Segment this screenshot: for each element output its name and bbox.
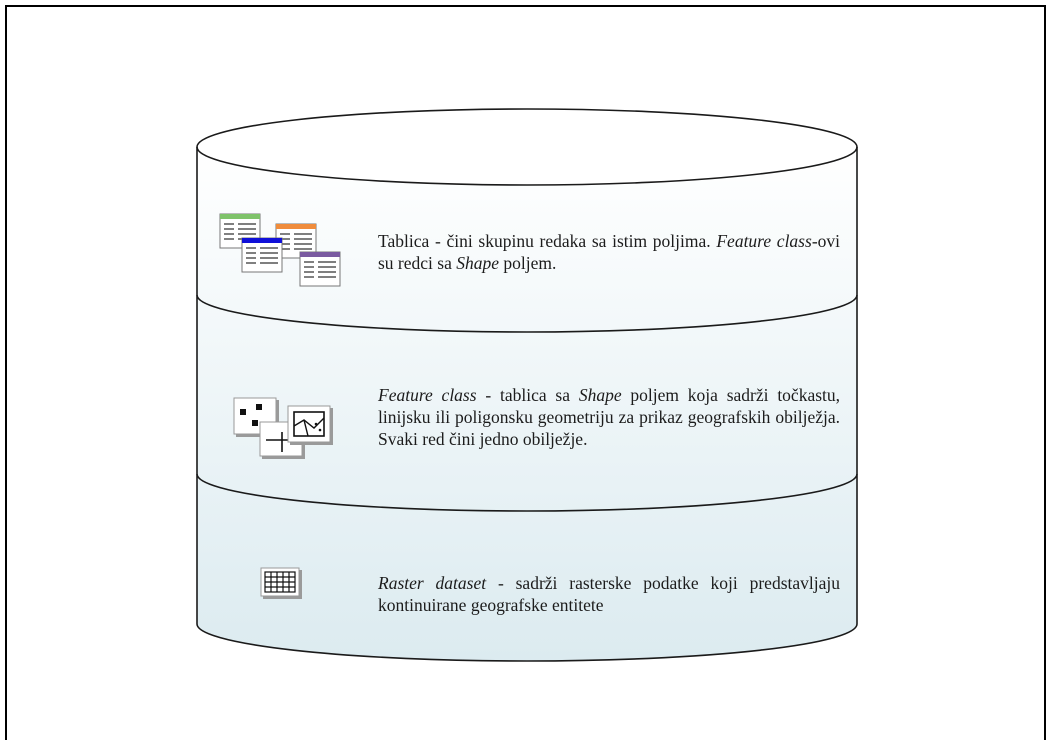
feature-class-icon	[233, 397, 333, 459]
table-purple-icon	[299, 251, 341, 287]
text-run-italic: Shape	[578, 385, 622, 405]
text-run: poljem.	[499, 253, 557, 273]
cylinder-top-ellipse	[196, 108, 858, 186]
table-green-icon	[219, 213, 261, 249]
text-run-italic: Raster dataset	[378, 573, 487, 593]
raster-grid-icon	[260, 567, 302, 599]
segment-text-feature-class: Feature class - tablica sa Shape poljem …	[378, 384, 840, 450]
segment-divider-2	[196, 473, 858, 512]
cylinder-bottom-curve	[196, 623, 858, 662]
tables-icon	[219, 213, 341, 287]
slide-frame	[5, 5, 1046, 740]
text-run-italic: Feature class	[378, 385, 477, 405]
text-run: - sadrži rasterske podatke koji predstav…	[378, 573, 840, 615]
segment-text-tablica: Tablica - čini skupinu redaka sa istim p…	[378, 230, 840, 274]
table-blue-icon	[241, 237, 283, 273]
text-run: - tablica sa	[476, 385, 579, 405]
cylinder-body	[197, 147, 857, 661]
text-run: poljem koja sadrži točkastu, linijsku il…	[378, 385, 841, 449]
text-run: -ovi su redci sa	[378, 231, 841, 273]
segment-text-raster-dataset: Raster dataset - sadrži rasterske podatk…	[378, 572, 840, 616]
segment-divider-1	[196, 294, 858, 333]
text-run: Tablica - čini skupinu redaka sa istim p…	[378, 231, 717, 251]
text-run-italic: Feature class	[716, 231, 812, 251]
text-run-italic: Shape	[456, 253, 500, 273]
polygons-tile-icon	[287, 405, 333, 445]
